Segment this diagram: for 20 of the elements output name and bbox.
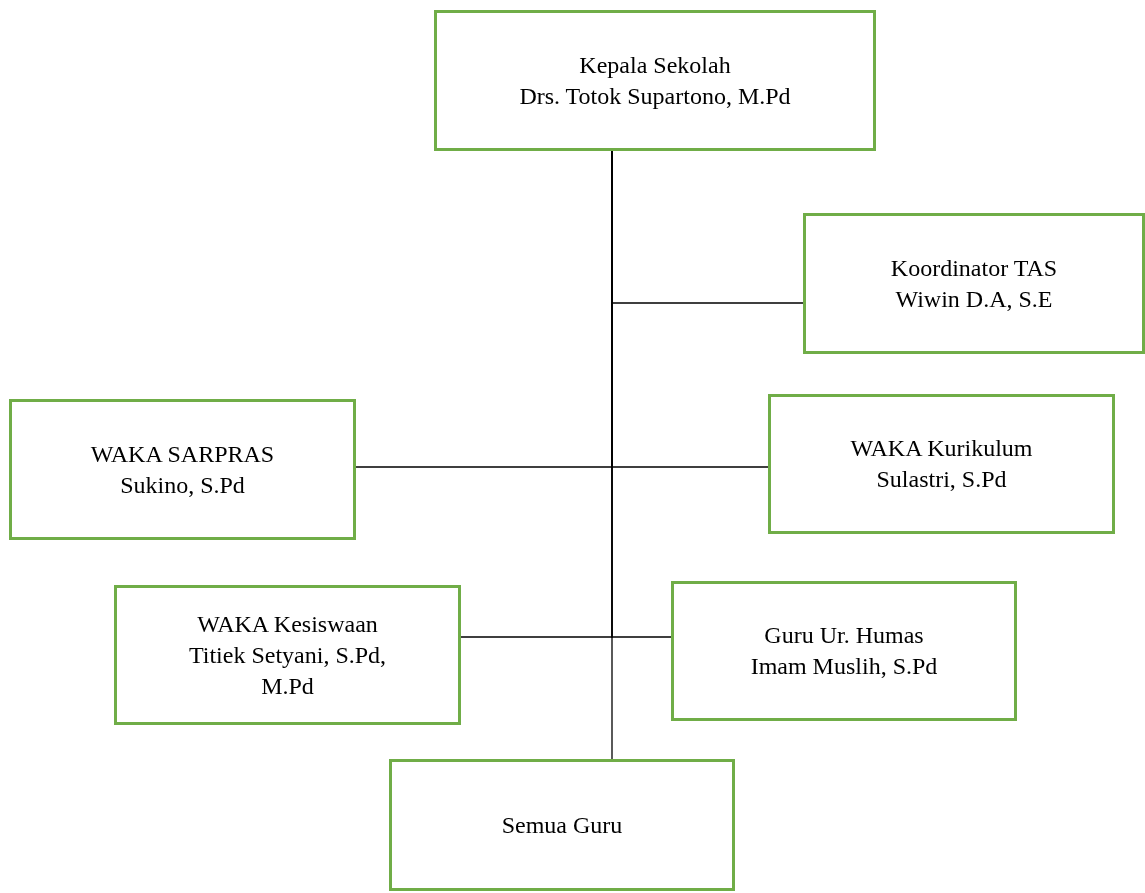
org-box [768, 394, 1115, 534]
role-title: WAKA Kurikulum [850, 434, 1033, 463]
org-box [671, 581, 1017, 721]
person-name: Sukino, S.Pd [120, 470, 245, 500]
org-box [803, 213, 1145, 354]
person-name: Wiwin D.A, S.E [895, 284, 1053, 314]
role-title: Guru Ur. Humas [764, 621, 924, 650]
person-name: Drs. Totok Supartono, M.Pd [519, 81, 791, 111]
org-box [114, 585, 461, 725]
role-title: WAKA Kesiswaan [197, 609, 378, 639]
org-box [389, 759, 735, 891]
person-name: Titiek Setyani, S.Pd, M.Pd [187, 640, 388, 701]
org-box [9, 399, 356, 540]
org-box [434, 10, 876, 151]
person-name: Sulastri, S.Pd [876, 465, 1007, 494]
role-title: Semua Guru [501, 810, 623, 840]
role-title: Koordinator TAS [890, 253, 1058, 283]
role-title: Kepala Sekolah [579, 50, 731, 80]
person-name: Imam Muslih, S.Pd [750, 652, 938, 681]
role-title: WAKA SARPRAS [90, 439, 275, 469]
